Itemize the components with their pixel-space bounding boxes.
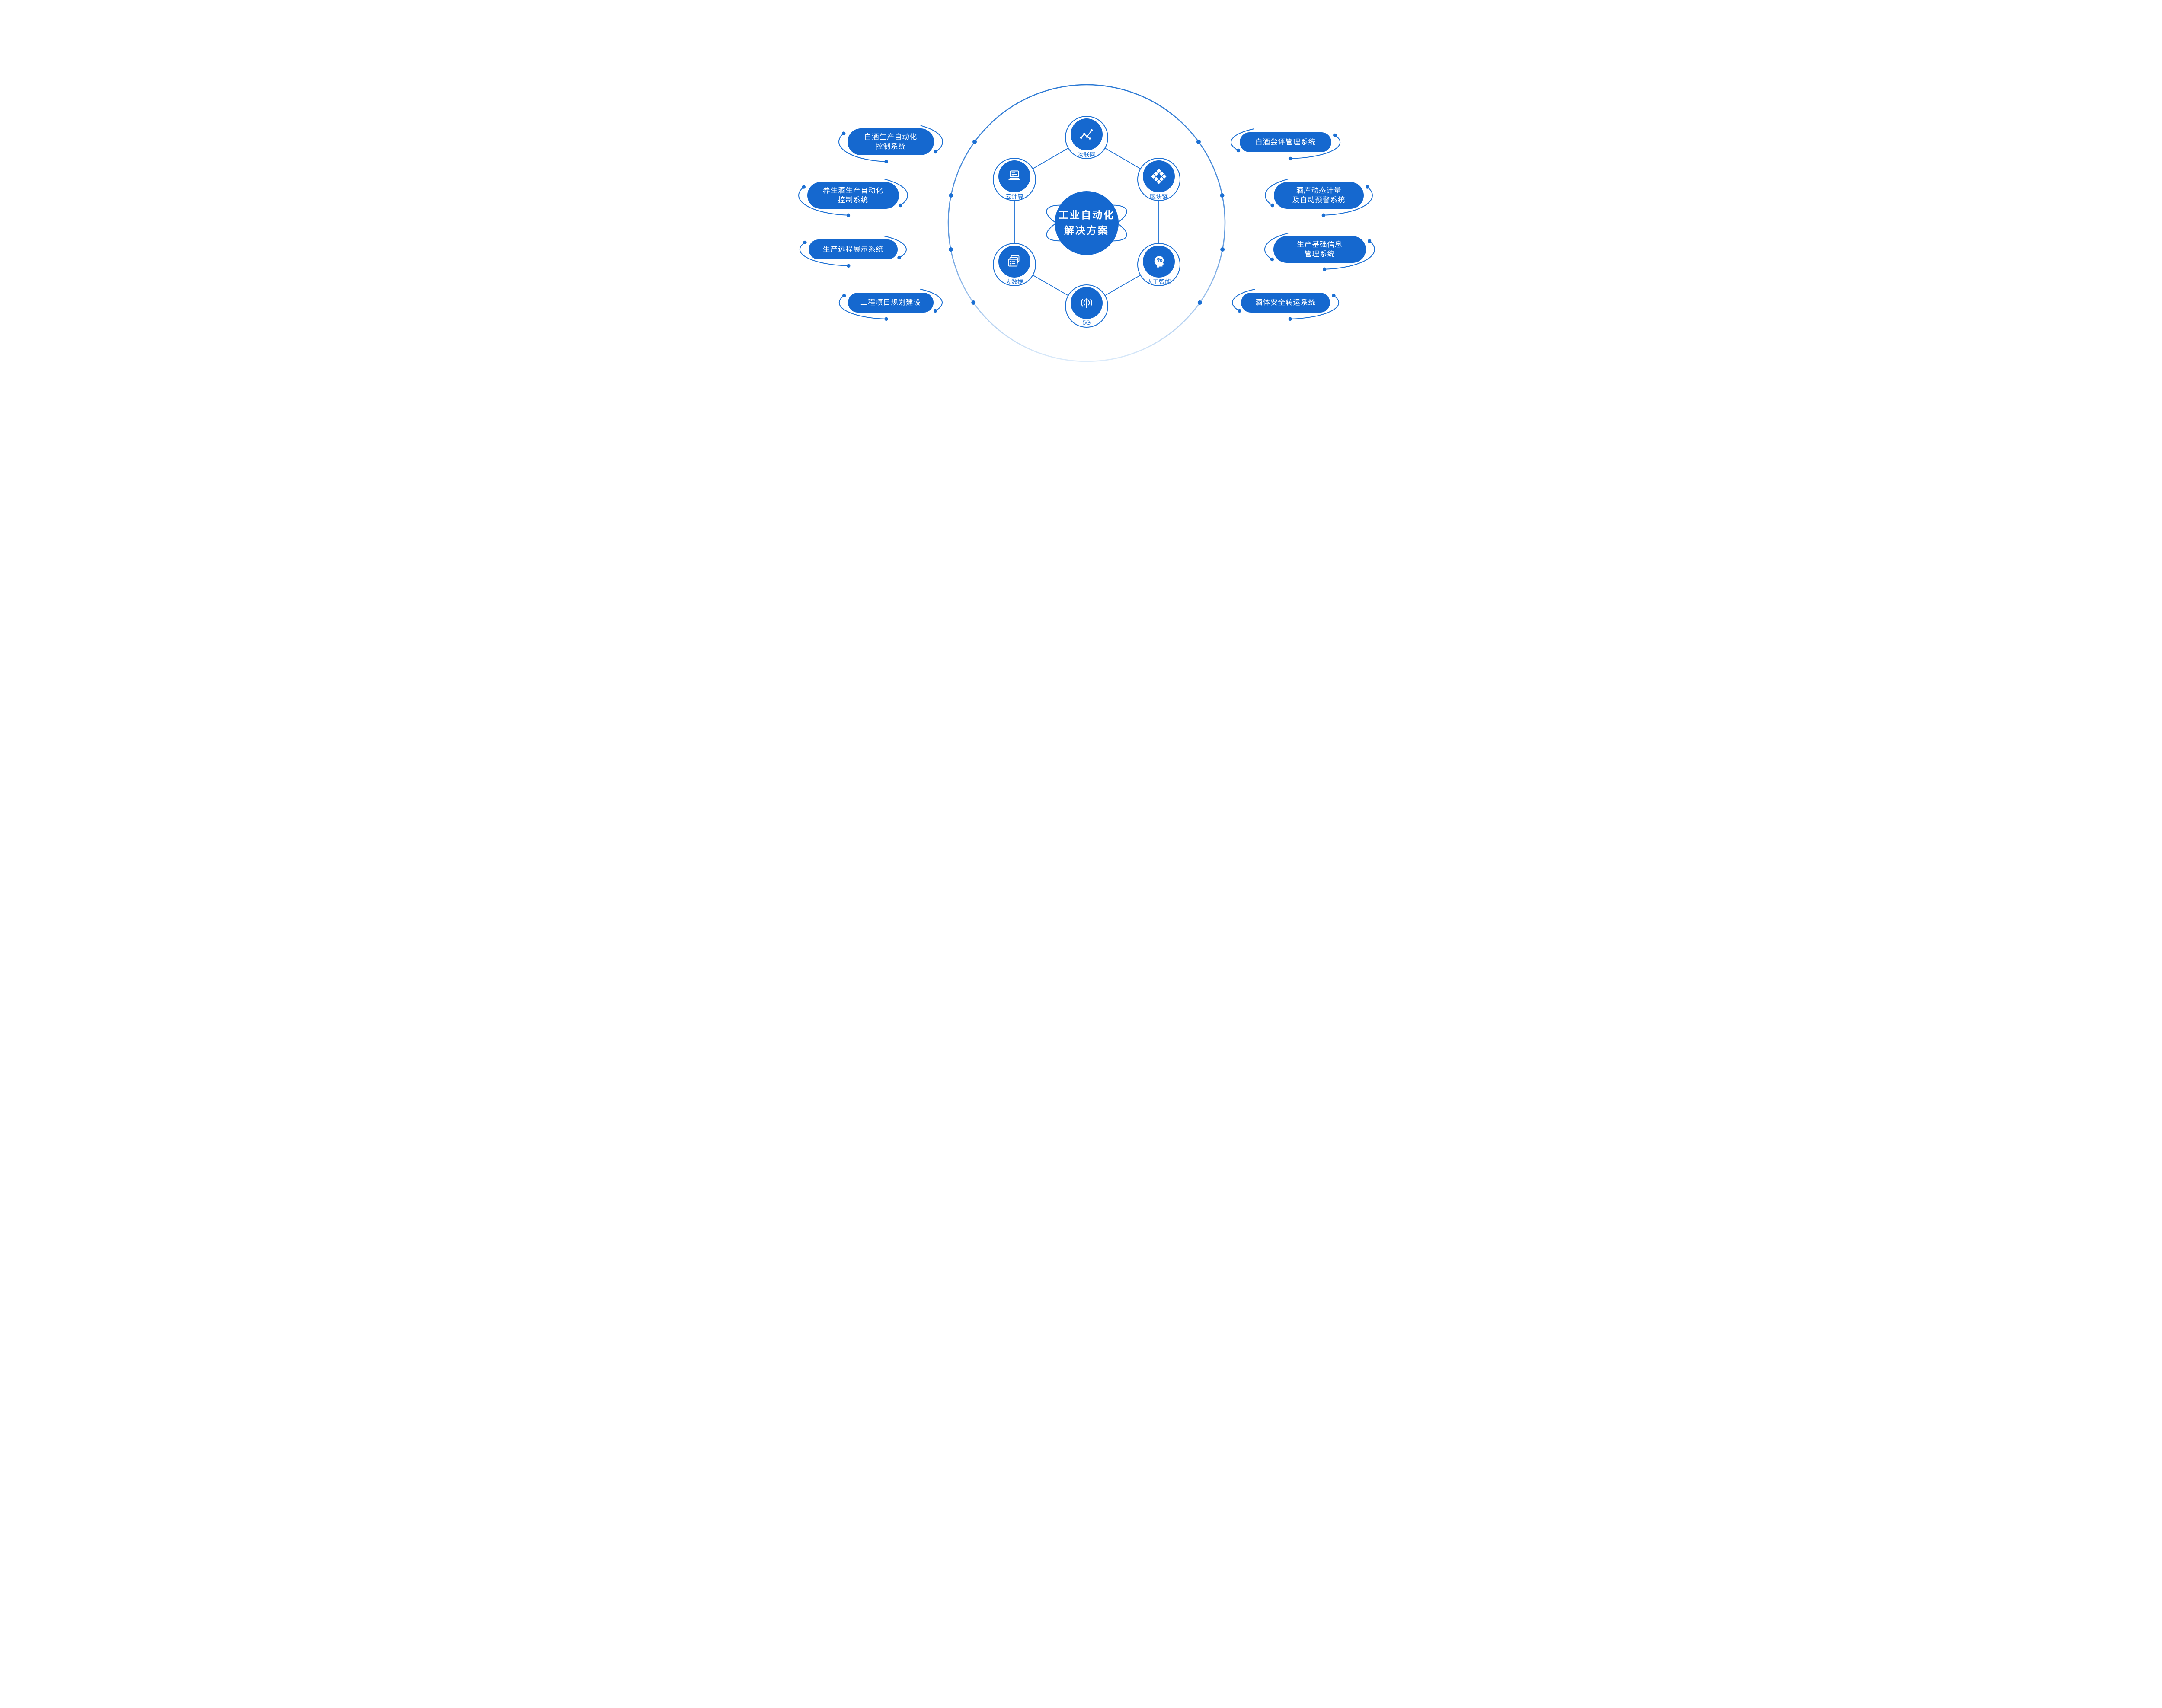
- blockchain-blocks-icon: [1143, 160, 1175, 192]
- tech-node-label: 物联网: [1078, 151, 1096, 158]
- tech-node-label: 云计算: [1005, 193, 1023, 200]
- tech-node-label: 区块链: [1150, 193, 1168, 200]
- tech-node-cloud: 云计算: [993, 158, 1036, 201]
- cloud-computing-laptop-icon: [998, 160, 1030, 192]
- tech-node-5g: 5G: [1065, 284, 1108, 328]
- pill-text: 生产基础信息: [1297, 240, 1343, 249]
- pill-text: 白酒生产自动化: [864, 133, 918, 141]
- pill-text: 酒体安全转运系统: [1255, 298, 1316, 306]
- tech-node-label: 人工智能: [1147, 278, 1171, 285]
- center-title-circle: 工业自动化 解决方案: [1055, 191, 1119, 255]
- ai-head-icon: [1143, 246, 1175, 278]
- solution-pill-remote-display: 生产远程展示系统: [809, 239, 898, 259]
- pill-text: 及自动预警系统: [1292, 196, 1346, 204]
- tech-node-label: 大数据: [1005, 278, 1023, 285]
- tech-node-ai: 人工智能: [1137, 243, 1180, 286]
- solution-pill-tasting-management: 白酒尝评管理系统: [1240, 132, 1331, 152]
- solution-pill-basic-info: 生产基础信息 管理系统: [1273, 236, 1366, 263]
- solution-pill-health-wine: 养生酒生产自动化 控制系统: [807, 182, 899, 209]
- center-title-line1: 工业自动化: [1059, 209, 1115, 221]
- industrial-automation-diagram: 白酒生产自动化 控制系统 养生酒生产自动化 控制系统 生产远程展示系统 工程项目…: [748, 0, 1414, 437]
- tech-node-label: 5G: [1082, 319, 1091, 326]
- solution-pill-cellar-metering: 酒库动态计量 及自动预警系统: [1274, 182, 1364, 209]
- solution-pill-baijiu-production: 白酒生产自动化 控制系统: [848, 128, 934, 155]
- pill-text: 控制系统: [876, 143, 906, 150]
- iot-network-icon: [1071, 118, 1103, 150]
- center-title-line2: 解决方案: [1064, 225, 1109, 236]
- pill-text: 管理系统: [1305, 250, 1335, 258]
- pill-text: 白酒尝评管理系统: [1255, 138, 1316, 146]
- pill-text: 控制系统: [838, 196, 868, 204]
- pill-text: 酒库动态计量: [1296, 186, 1342, 195]
- big-data-stack-icon: [998, 246, 1030, 278]
- pill-text: 养生酒生产自动化: [823, 186, 883, 195]
- solution-pill-project-planning: 工程项目规划建设: [848, 293, 934, 313]
- pill-text: 生产远程展示系统: [823, 245, 883, 253]
- 5g-antenna-icon: [1071, 287, 1103, 319]
- solution-pill-safe-transfer: 酒体安全转运系统: [1241, 293, 1330, 313]
- tech-node-iot: 物联网: [1065, 116, 1108, 159]
- tech-node-blockchain: 区块链: [1137, 158, 1180, 201]
- pill-text: 工程项目规划建设: [860, 298, 921, 306]
- tech-node-bigdata: 大数据: [993, 243, 1036, 286]
